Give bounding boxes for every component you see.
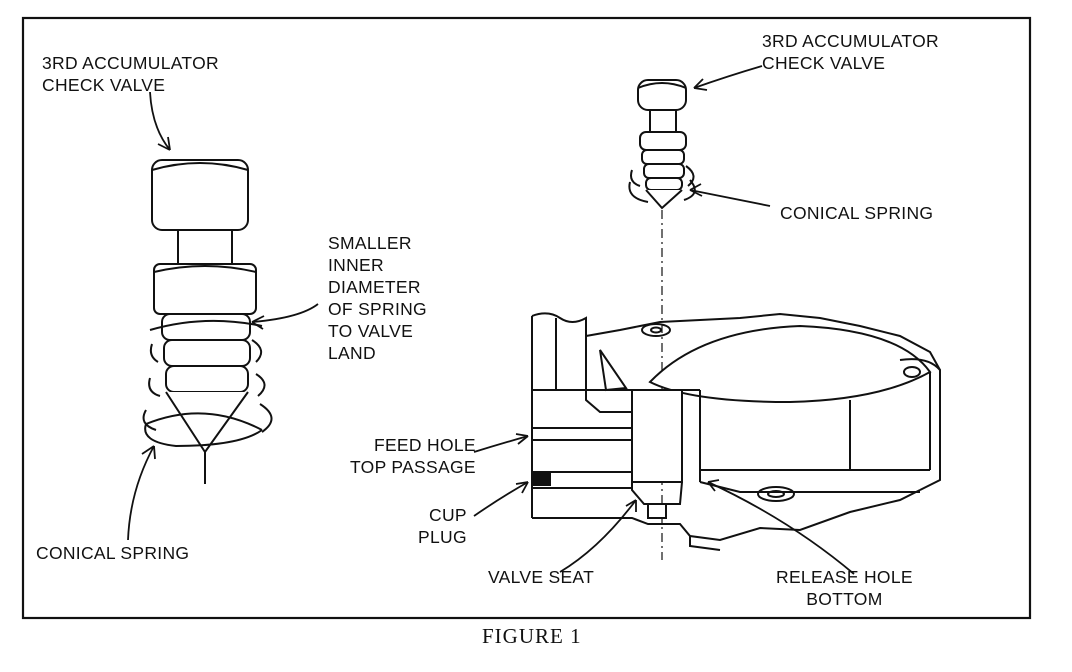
release-hole-leader bbox=[707, 479, 855, 575]
left-valve-leader bbox=[149, 91, 171, 151]
right-check-valve-drawing bbox=[628, 79, 696, 560]
left-check-valve-drawing bbox=[142, 159, 273, 484]
cup-plug-label: CUP PLUG bbox=[418, 505, 467, 547]
right-valve-label: 3RD ACCUMULATOR CHECK VALVE bbox=[762, 31, 939, 73]
feed-hole-label: FEED HOLE TOP PASSAGE bbox=[350, 435, 476, 477]
left-spring-label-leader bbox=[127, 445, 156, 541]
figure-caption: FIGURE 1 bbox=[482, 624, 582, 648]
left-spring-note-leader bbox=[251, 303, 319, 330]
feed-hole-leader bbox=[473, 433, 529, 453]
valve-seat-leader bbox=[559, 499, 637, 573]
right-spring-leader bbox=[689, 183, 771, 207]
figure-frame bbox=[21, 16, 1032, 620]
cup-plug-leader bbox=[473, 481, 529, 517]
valve-seat-label: VALVE SEAT bbox=[488, 567, 595, 587]
release-hole-label: RELEASE HOLE BOTTOM bbox=[776, 567, 913, 609]
right-conical-spring-label: CONICAL SPRING bbox=[780, 203, 934, 223]
left-conical-spring-label: CONICAL SPRING bbox=[36, 543, 190, 563]
left-spring-note: SMALLER INNER DIAMETER OF SPRING TO VALV… bbox=[328, 233, 427, 363]
right-valve-leader bbox=[693, 65, 763, 91]
left-valve-label: 3RD ACCUMULATOR CHECK VALVE bbox=[42, 53, 219, 95]
valve-body-casting bbox=[531, 312, 941, 551]
